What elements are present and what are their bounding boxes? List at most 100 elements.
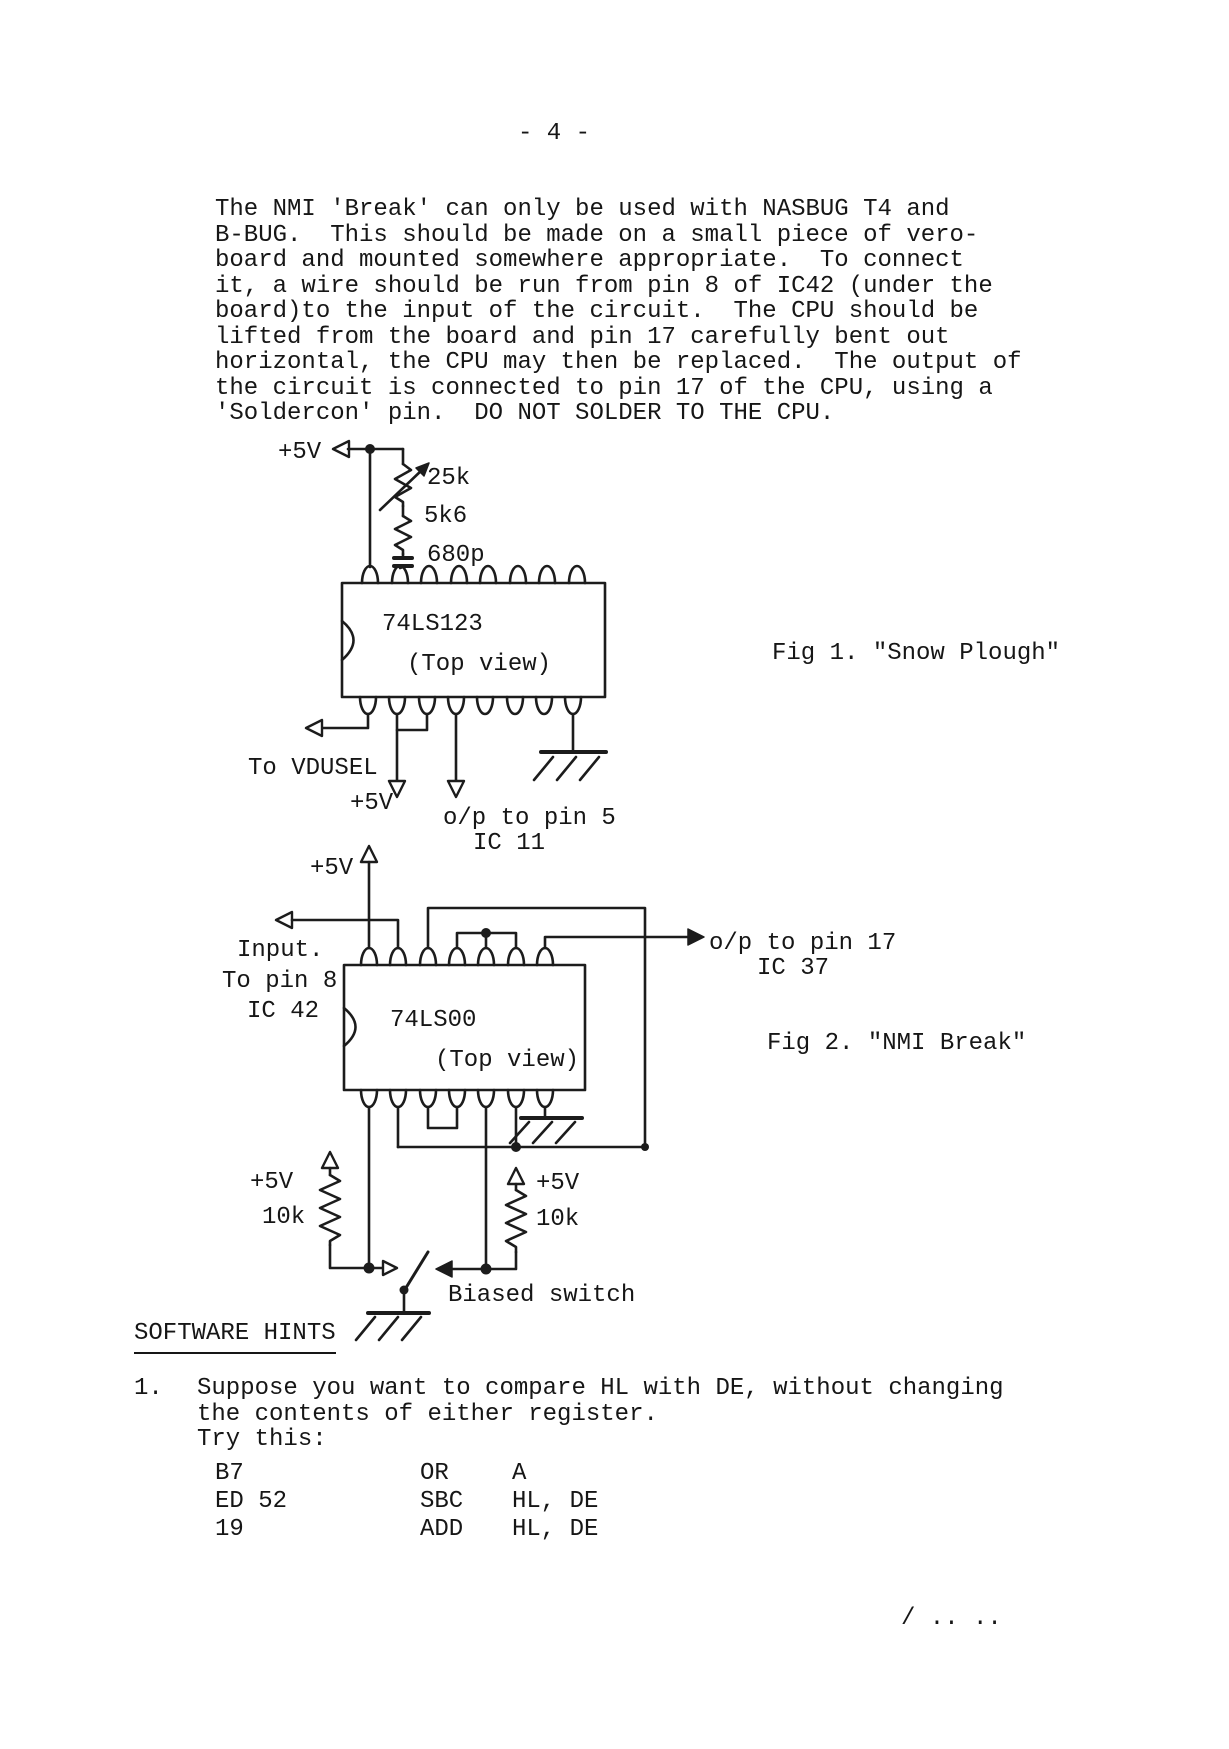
- chip2-pin: [506, 946, 526, 967]
- fig2-input-ic-label: IC 42: [247, 998, 319, 1025]
- chip1-pin: [419, 564, 439, 585]
- fig2-biased-switch-label: Biased switch: [448, 1282, 635, 1309]
- intro-line: horizontal, the CPU may then be replaced…: [215, 349, 1022, 376]
- chip2-pin: [447, 946, 467, 967]
- fig1-vdusel-label: To VDUSEL: [248, 755, 378, 782]
- fig1-caption: Fig 1. "Snow Plough": [772, 640, 1060, 667]
- vdusel-wire: [318, 712, 370, 730]
- code-mnemonic: OR: [420, 1460, 449, 1487]
- intro-line: board)to the input of the circuit. The C…: [215, 298, 979, 325]
- fig1-plus5v-top-label: +5V: [278, 439, 322, 466]
- fig2-plus5v-right-label: +5V: [536, 1170, 580, 1197]
- intro-line: B-BUG. This should be made on a small pi…: [215, 221, 979, 249]
- intro-line: the circuit is connected to pin 17 of th…: [215, 374, 993, 402]
- left-arrow-icon: [435, 1260, 453, 1278]
- down-arrow-icon: [446, 779, 466, 799]
- up-arrow-icon: [359, 844, 379, 864]
- code-row: 19 ADD HL, DE: [215, 1517, 775, 1543]
- chip2-pin: [535, 946, 555, 967]
- resistor-25k: [393, 462, 413, 508]
- output-wire: [543, 935, 692, 950]
- feedback-loop-wire: [426, 906, 647, 1149]
- chip1-pin: [390, 564, 410, 585]
- code-bytes: B7: [215, 1460, 244, 1487]
- chip2-pin: [359, 946, 379, 967]
- ground-icon: [354, 1311, 431, 1342]
- down-arrow-icon: [387, 779, 407, 799]
- chip1-topview-label: (Top view): [407, 651, 551, 678]
- circuit-diagrams: +5V 25k 5k6 680p 74LS123 (Top view): [222, 439, 1060, 1342]
- fig2-10k-right-label: 10k: [536, 1206, 579, 1233]
- code-mnemonic: SBC: [420, 1488, 464, 1515]
- chip2-topview-label: (Top view): [435, 1047, 579, 1074]
- chip2-pin: [388, 1088, 408, 1109]
- software-hints-heading: SOFTWARE HINTS: [134, 1321, 336, 1354]
- fig1-plus5v-bottom-label: +5V: [350, 790, 394, 817]
- right-arrow-icon: [687, 928, 705, 946]
- chip1-pin: [475, 695, 495, 716]
- intro-line: 'Soldercon' pin. DO NOT SOLDER TO THE CP…: [215, 400, 835, 427]
- code-mnemonic: ADD: [420, 1516, 464, 1543]
- potentiometer-arrow-icon: [378, 467, 425, 512]
- chip2-pin: [535, 1088, 555, 1109]
- fig2-input-pin-label: To pin 8: [222, 968, 337, 995]
- input-wire: [290, 918, 400, 950]
- chip2-pin: [418, 1088, 438, 1109]
- code-bytes: 19: [215, 1516, 244, 1543]
- switch-blade: [402, 1250, 430, 1293]
- left-arrow-icon: [331, 439, 351, 459]
- chip1-pin: [505, 695, 525, 716]
- chip1-pin: [508, 564, 528, 585]
- ground-icon: [508, 1116, 584, 1145]
- code-row: B7 OR A: [215, 1461, 775, 1487]
- intro-line: lifted from the board and pin 17 careful…: [215, 323, 950, 351]
- code-operands: HL, DE: [512, 1516, 599, 1543]
- code-bytes: ED 52: [215, 1488, 288, 1515]
- ground-icon: [532, 750, 608, 782]
- chip1-pin: [563, 695, 583, 716]
- chip1-notch: [340, 619, 355, 662]
- potentiometer-arrowhead-icon: [415, 462, 430, 477]
- chip1-pin: [478, 564, 498, 585]
- chip2-label: 74LS00: [390, 1007, 476, 1034]
- fig1-680p-label: 680p: [427, 542, 485, 569]
- chip1-label: 74LS123: [382, 611, 483, 638]
- chip1-pin: [360, 564, 380, 585]
- list-item-number: 1.: [134, 1375, 163, 1402]
- pin-bridge-wire: [426, 1105, 459, 1130]
- list-item-line: Suppose you want to compare HL with DE, …: [197, 1375, 1004, 1402]
- chip2-notch: [342, 1006, 357, 1048]
- resistor-10k-left: [318, 1173, 342, 1247]
- list-item-text: Suppose you want to compare HL with DE, …: [197, 1376, 1004, 1453]
- code-operands: A: [512, 1460, 527, 1487]
- fig2-caption: Fig 2. "NMI Break": [767, 1030, 1026, 1057]
- chip2-pin: [476, 1088, 496, 1109]
- list-item-line: the contents of either register.: [197, 1400, 658, 1428]
- chip1-pin: [537, 564, 557, 585]
- junction-dot: [641, 1143, 649, 1151]
- page-number: - 4 -: [518, 120, 591, 147]
- chip2-pin: [388, 946, 408, 967]
- up-arrow-icon: [506, 1166, 526, 1186]
- wire: [328, 1243, 371, 1270]
- chip1-pin: [446, 695, 466, 716]
- up-arrow-icon: [320, 1150, 340, 1170]
- resistor-5k6: [393, 514, 413, 556]
- chip2-pin: [476, 946, 496, 967]
- intro-paragraph: The NMI 'Break' can only be used with NA…: [215, 197, 1022, 427]
- wire: [450, 1250, 518, 1271]
- chip1-pin: [358, 695, 378, 716]
- fig1-output-ic-label: IC 11: [473, 830, 545, 857]
- fig2-output-label: o/p to pin 17: [709, 930, 896, 957]
- junction-dot: [481, 928, 491, 938]
- chip1-pin: [534, 695, 554, 716]
- chip1-pin: [567, 564, 587, 585]
- chip2-pin: [506, 1088, 526, 1109]
- chip1-pin: [417, 695, 437, 716]
- left-arrow-icon: [274, 910, 294, 930]
- list-item-line: Try this:: [197, 1426, 327, 1453]
- fig2-output-ic-label: IC 37: [757, 955, 829, 982]
- intro-line: board and mounted somewhere appropriate.…: [215, 247, 964, 274]
- fig1-25k-label: 25k: [427, 465, 470, 492]
- resistor-10k-right: [504, 1188, 528, 1254]
